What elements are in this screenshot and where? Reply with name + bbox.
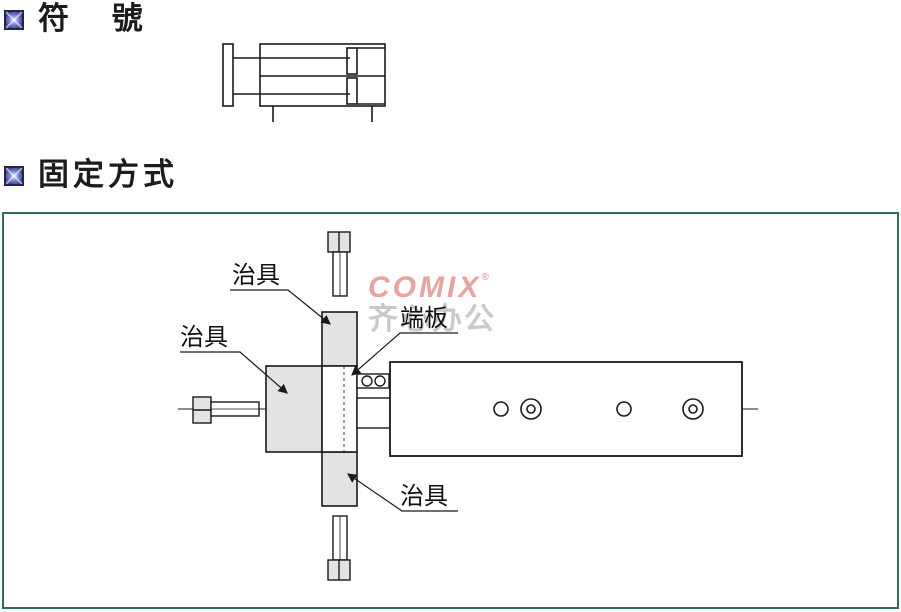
symbol-heading-text: 符 號 (38, 1, 159, 37)
symbol-piston-upper (346, 47, 358, 75)
mounting-heading: 固定方式 (4, 160, 178, 191)
square-bullet-icon (4, 9, 24, 30)
bottom-bolt (327, 515, 351, 581)
symbol-rod-end-block (222, 43, 234, 107)
jig-left-block (265, 365, 323, 453)
leader-jig-top (230, 289, 331, 325)
mounting-diagram-frame (2, 212, 899, 609)
port-hole (616, 401, 632, 417)
leader-end-plate (351, 332, 458, 376)
label-jig-bottom: 治具 (400, 482, 448, 510)
jig-vertical-bottom (321, 451, 358, 507)
port-holes (493, 398, 704, 420)
square-bullet-icon (4, 165, 24, 186)
symbol-heading: 符 號 (4, 4, 159, 35)
left-bolt (192, 396, 260, 424)
top-bolt (327, 231, 351, 297)
end-plate (321, 365, 358, 453)
label-jig-left: 治具 (180, 323, 228, 351)
symbol-cylinder-body (259, 43, 386, 107)
pneumatic-symbol (222, 43, 386, 122)
symbol-piston-lower (346, 77, 358, 105)
jig-vertical-top (321, 311, 358, 367)
label-end-plate: 端板 (400, 304, 448, 332)
port-hole (493, 401, 509, 417)
leader-jig-left (180, 351, 288, 394)
mounting-heading-text: 固定方式 (38, 157, 178, 193)
leader-jig-bottom (347, 473, 458, 512)
label-jig-top: 治具 (232, 261, 280, 289)
rod-nuts (356, 373, 391, 429)
